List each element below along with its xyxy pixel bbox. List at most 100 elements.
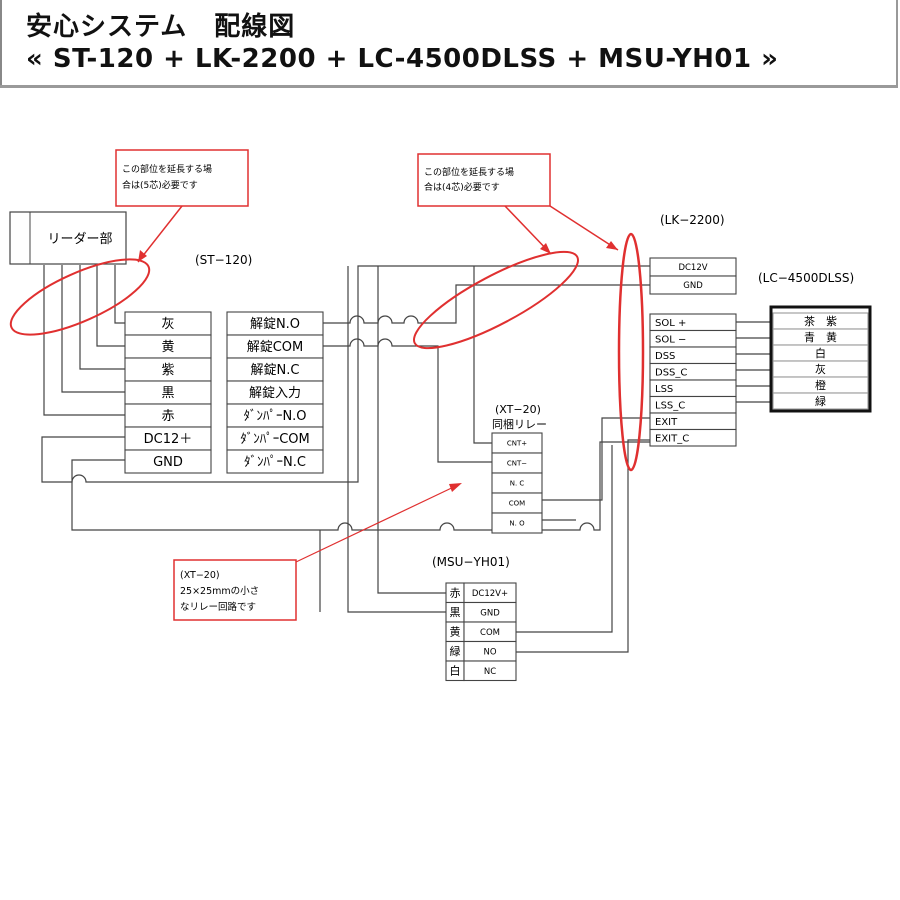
st120-left-terminal-2: 紫 [124, 357, 212, 382]
lk2200-signal-terminal-label: EXIT [655, 417, 678, 428]
st120-left-terminal-label: 赤 [161, 409, 174, 424]
st120-left-terminal-4: 赤 [124, 403, 212, 428]
xt20-terminal-label: COM [509, 500, 525, 508]
note-lk-extension: この部位を延長する場 合は(4芯)必要です [417, 153, 619, 255]
note-xt20-line1: (XT−20) [180, 570, 220, 581]
highlight-lk-inputs [617, 232, 645, 472]
st120-right-terminal-1: 解錠COM [226, 334, 324, 359]
lk2200-power-terminals: DC12V GND [649, 257, 737, 295]
lc4500-wire-5: 緑 [772, 392, 869, 410]
st120-left-terminal-label: 黄 [161, 340, 174, 355]
wire-msu-dc12 [377, 266, 446, 594]
note-lk-line2: 合は(4芯)必要です [424, 181, 500, 193]
xt20-terminal-label: N. O [509, 520, 525, 528]
msu-wire-color-0: 赤 [445, 582, 465, 604]
st120-right-terminal-6: ﾀﾞﾝﾊﾟｰN.C [226, 449, 324, 474]
lc4500-wire-label: 緑 [815, 394, 826, 408]
msu-terminal-1: GND [463, 601, 517, 623]
xt20-terminal-label: CNT− [507, 460, 527, 468]
xt20-terminal-1: CNT− [491, 452, 543, 474]
wire-unlock-no [323, 284, 650, 324]
lc4500-wire-2: 白 [772, 344, 869, 362]
msu-terminal-label: NC [484, 667, 496, 677]
lc4500-wire-label: 灰 [815, 362, 826, 376]
note-reader-line2: 合は(5芯)必要です [122, 179, 198, 191]
st120-right-terminal-5: ﾀﾞﾝﾊﾟｰCOM [226, 426, 324, 451]
xt20-terminal-3: COM [491, 492, 543, 514]
st120-right-terminal-label: ﾀﾞﾝﾊﾟｰN.C [244, 455, 306, 470]
st120-title: (ST−120) [195, 253, 252, 267]
st120-left-terminal-label: 黒 [161, 386, 174, 401]
msu-terminal-0: DC12V+ [463, 582, 517, 604]
lc4500-wire-label: 白 [815, 346, 826, 360]
page-header: 安心システム 配線図 « ST-120 + LK-2200 + LC-4500D… [0, 0, 898, 88]
xt20-terminal-label: CNT+ [507, 440, 527, 448]
msu-wire-color-4: 白 [445, 660, 465, 682]
xt20-terminal-label: N. C [510, 480, 525, 488]
lk2200-signal-terminal-label: DSS [655, 351, 675, 362]
xt20-subtitle: 同梱リレー [492, 417, 547, 431]
st120-left-terminal-5: DC12＋ [124, 426, 212, 451]
msu-wire-color-3: 緑 [445, 640, 465, 662]
lk2200-power-terminal-1: GND [649, 275, 737, 295]
wire-gnd-main [71, 441, 650, 531]
st120-right-terminal-label: ﾀﾞﾝﾊﾟｰCOM [240, 432, 310, 447]
msu-wire-color-label: 黄 [450, 625, 461, 639]
wire-reader-red [43, 265, 125, 416]
lc4500-wire-1: 青 黄 [772, 328, 869, 346]
msu-wire-color-label: 黒 [450, 606, 461, 619]
highlight-reader-cable [9, 258, 151, 336]
st120-right-terminal-4: ﾀﾞﾝﾊﾟｰN.O [226, 403, 324, 428]
highlight-st-lk-cable [412, 250, 580, 350]
wire-relay-cnt [473, 266, 492, 444]
lk2200-signal-terminal-3: DSS_C [649, 362, 737, 381]
note-xt20: (XT−20) 25×25mmの小さ なリレー回路です [173, 483, 462, 621]
lk2200-signal-terminal-5: LSS_C [649, 395, 737, 414]
msu-wire-color-1: 黒 [445, 601, 465, 623]
st120-right-terminal-label: 解錠N.C [251, 363, 300, 378]
lk2200-signal-terminal-label: EXIT_C [655, 433, 689, 444]
lc4500-wire-label: 茶 紫 [804, 315, 837, 328]
msu-title: (MSU−YH01) [432, 555, 510, 569]
page-subtitle: « ST-120 + LK-2200 + LC-4500DLSS + MSU-Y… [26, 44, 779, 74]
note-xt20-line3: なリレー回路です [180, 601, 256, 613]
wire-reader-black [61, 265, 125, 393]
st120-right-terminal-label: ﾀﾞﾝﾊﾟｰN.O [243, 409, 306, 424]
xt20-title: (XT−20) [495, 403, 541, 416]
xt20-terminal-2: N. C [491, 472, 543, 494]
lk2200-signal-terminal-4: LSS [649, 379, 737, 398]
lk2200-power-terminal-label: GND [683, 281, 703, 291]
xt20-terminals: CNT+ CNT− N. C COM N. O [491, 432, 543, 534]
msu-terminal-label: DC12V+ [472, 589, 508, 599]
st120-right-terminal-label: 解錠N.O [250, 317, 300, 332]
lk2200-signal-terminal-0: SOL + [649, 313, 737, 332]
lk2200-power-terminal-label: DC12V [678, 263, 707, 273]
wire-reader-purple [79, 265, 125, 370]
lc4500-wire-label: 橙 [815, 378, 826, 392]
msu-wire-color-label: 白 [450, 664, 461, 678]
st120-left-terminal-label: DC12＋ [144, 432, 193, 447]
msu-wire-color-label: 緑 [450, 644, 461, 658]
lk2200-title: (LK−2200) [660, 213, 725, 227]
lk2200-power-terminal-0: DC12V [649, 257, 737, 277]
note-reader-line1: この部位を延長する場 [122, 163, 212, 175]
st120-left-terminal-6: GND [124, 449, 212, 474]
lc4500-wire-0: 茶 紫 [772, 312, 869, 330]
st120-right-terminal-label: 解錠COM [247, 340, 304, 355]
lc4500-wire-3: 灰 [772, 360, 869, 378]
wire-relay-com-exit [542, 417, 650, 501]
lc4500-wire-4: 橙 [772, 376, 869, 394]
note-reader-extension: この部位を延長する場 合は(5芯)必要です [115, 149, 249, 263]
wire-reader-gray [114, 265, 125, 324]
lk2200-signal-terminal-label: SOL − [655, 334, 686, 345]
st120-left-terminal-1: 黄 [124, 334, 212, 359]
msu-terminal-4: NC [463, 660, 517, 682]
lc4500-title: (LC−4500DLSS) [758, 271, 854, 285]
st120-right-terminal-2: 解錠N.C [226, 357, 324, 382]
lk2200-signal-terminal-6: EXIT [649, 412, 737, 431]
